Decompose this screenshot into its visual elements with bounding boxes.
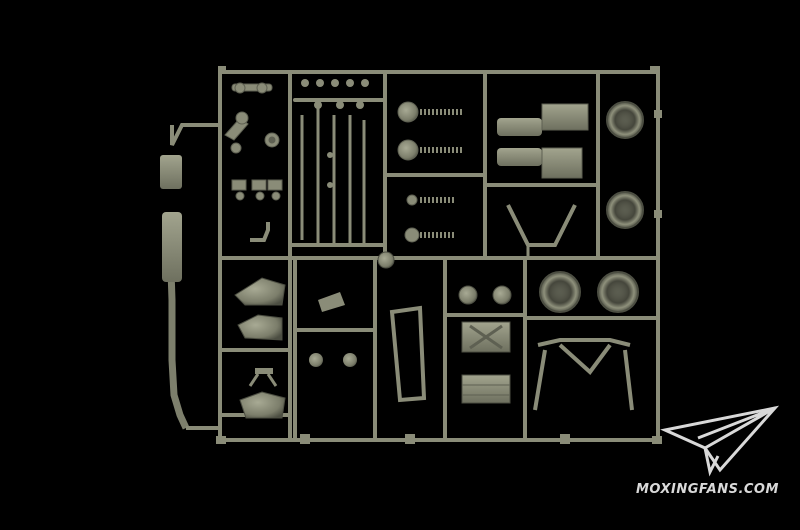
- rod-caps: [301, 79, 369, 188]
- sprue-frame: [218, 70, 660, 442]
- paper-plane-logo: [660, 405, 780, 477]
- watermark-text: MOXINGFANS.COM: [636, 482, 779, 497]
- rods-column: [300, 100, 366, 245]
- springs: [397, 101, 462, 243]
- roll-frame: [389, 305, 634, 411]
- sprue-gates: [216, 66, 662, 444]
- small-parts-top-left: [224, 82, 283, 242]
- mid-lower-parts: [234, 251, 512, 419]
- engine-heads: [461, 321, 511, 404]
- exhaust-pipe: [160, 123, 220, 430]
- engine-parts: [497, 103, 589, 258]
- wheels-right: [539, 101, 644, 313]
